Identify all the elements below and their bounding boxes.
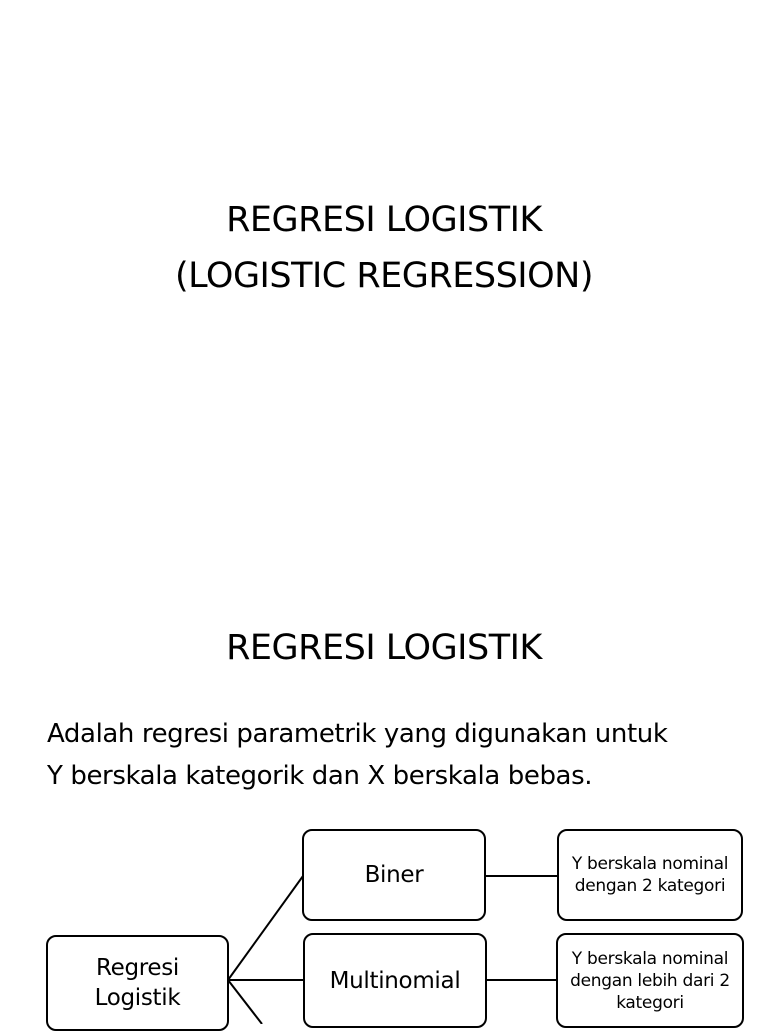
node-multinomial-label: Multinomial	[329, 967, 461, 994]
body-text-line2: Y berskala kategorik dan X berskala beba…	[47, 761, 593, 791]
node-root-line1: Regresi	[95, 955, 180, 981]
slide2-body-text: Adalah regresi parametrik yang digunakan…	[47, 713, 747, 797]
biner-desc-line1: Y berskala nominal	[571, 854, 729, 874]
slide1-title-line2: (LOGISTIC REGRESSION)	[174, 256, 594, 296]
connector-root-to-offscreen	[227, 979, 263, 1024]
node-biner-label: Biner	[364, 862, 424, 888]
slide2-title: REGRESI LOGISTIK	[226, 628, 542, 668]
slide1-title: REGRESI LOGISTIK (LOGISTIC REGRESSION)	[0, 192, 768, 304]
multinomial-desc-line1: Y berskala nominal	[571, 948, 729, 969]
node-regresi-logistik: Regresi Logistik	[46, 935, 229, 1031]
slide1-title-line1: REGRESI LOGISTIK	[226, 200, 542, 240]
biner-desc-line2: dengan 2 kategori	[574, 876, 726, 896]
multinomial-desc-line3: kategori	[616, 992, 684, 1013]
connector-root-to-biner	[227, 875, 304, 981]
node-root-line2: Logistik	[94, 985, 181, 1011]
node-biner: Biner	[302, 829, 486, 921]
node-biner-desc: Y berskala nominal dengan 2 kategori	[557, 829, 743, 921]
node-multinomial: Multinomial	[303, 933, 487, 1028]
multinomial-desc-line2: dengan lebih dari 2	[570, 970, 730, 991]
body-text-line1: Adalah regresi parametrik yang digunakan…	[47, 719, 668, 749]
node-multinomial-desc: Y berskala nominal dengan lebih dari 2 k…	[556, 933, 744, 1028]
